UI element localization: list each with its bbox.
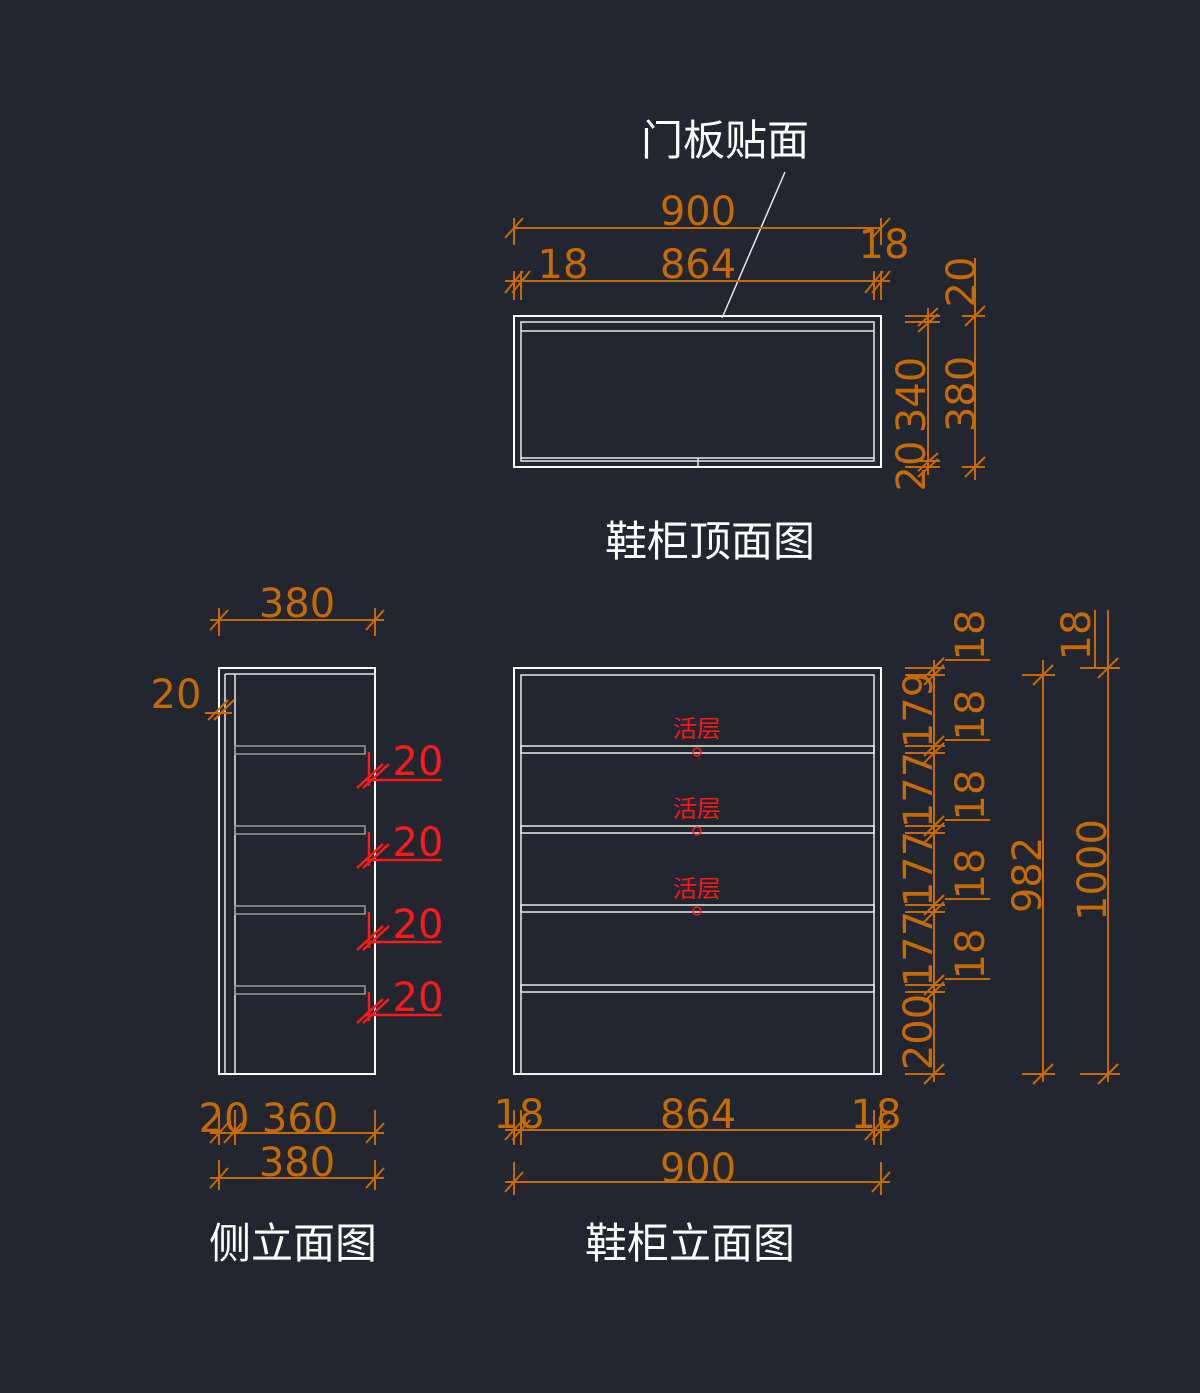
front-view-outline: [513, 667, 882, 1075]
top-view-width-dims: 900 18 864 18: [504, 189, 910, 300]
shelf-setback-1: 20: [393, 739, 444, 785]
top-right-panel: 18: [859, 222, 910, 268]
front-compartment-dims: 179 177 177 177 200: [896, 657, 945, 1085]
front-width-dims: 18 864 18 900: [494, 1092, 902, 1195]
top-inner-width: 864: [660, 242, 736, 288]
veneer-leader-line: [721, 171, 786, 319]
panel-thickness-5: 18: [948, 929, 994, 980]
side-view-outline: [218, 667, 376, 1075]
top-left-panel: 18: [538, 242, 589, 288]
adjustable-shelf-label-3: 活层: [673, 875, 721, 903]
side-view-title: 侧立面图: [209, 1219, 377, 1268]
top-view-outline: [513, 315, 882, 468]
front-view-title: 鞋柜立面图: [585, 1219, 795, 1268]
shelf-setback-2: 20: [393, 820, 444, 866]
side-depth-top-dim: 380: [209, 581, 385, 636]
side-view: 380 20 20 20 20: [151, 581, 444, 1268]
side-back-offset: 20: [151, 672, 202, 718]
top-door-thickness: 20: [889, 441, 935, 492]
adjustable-shelf-label-1: 活层: [673, 715, 721, 743]
panel-thickness-4: 18: [948, 849, 994, 900]
front-left-panel: 18: [494, 1092, 545, 1138]
compartment-height-4: 177: [896, 911, 942, 987]
side-back-offset-dim: 20: [151, 672, 235, 721]
shelf-setback-4: 20: [393, 975, 444, 1021]
side-shelf-setback-dims: 20 20 20 20: [356, 739, 444, 1024]
front-view: 活层 活层 活层: [494, 610, 1120, 1268]
side-bottom-dims: 20 360 380: [199, 1096, 385, 1190]
front-inner-height: 982: [1005, 837, 1051, 913]
top-depth-total: 380: [939, 356, 985, 432]
compartment-height-1: 179: [896, 672, 942, 748]
top-overall-width: 900: [660, 189, 736, 235]
panel-thickness-2: 18: [948, 690, 994, 741]
compartment-height-2: 177: [896, 752, 942, 828]
compartment-height-3: 177: [896, 831, 942, 907]
top-view: 门板贴面 900 18 864: [504, 116, 986, 566]
side-back-panel: 20: [199, 1096, 250, 1142]
front-inner-height-dim: 982: [1005, 660, 1055, 1085]
side-depth-top: 380: [259, 581, 335, 627]
front-overall-width: 900: [660, 1146, 736, 1192]
compartment-height-5: 200: [896, 994, 942, 1070]
top-view-title: 鞋柜顶面图: [605, 517, 815, 566]
side-inner-depth: 360: [262, 1096, 338, 1142]
side-view-shelves: [234, 745, 366, 995]
front-view-shelves: [520, 745, 875, 993]
front-overall-height-dim: 1000 18: [1054, 610, 1120, 1085]
panel-thickness-3: 18: [948, 770, 994, 821]
door-panel-veneer-label: 门板贴面: [641, 116, 809, 165]
adjustable-shelf-markers: 活层 活层 活层: [673, 715, 721, 916]
front-panel-thickness-dims: 18 18 18 18 18: [945, 610, 994, 980]
front-top-thickness: 18: [1054, 610, 1100, 661]
front-right-panel: 18: [851, 1092, 902, 1138]
panel-thickness-1: 18: [948, 610, 994, 661]
top-back-panel: 20: [939, 257, 985, 308]
adjustable-shelf-label-2: 活层: [673, 795, 721, 823]
side-depth-bottom: 380: [259, 1140, 335, 1186]
shelf-setback-3: 20: [393, 902, 444, 948]
front-inner-width: 864: [660, 1092, 736, 1138]
front-overall-height: 1000: [1070, 819, 1116, 921]
top-inner-depth: 340: [889, 357, 935, 433]
top-view-depth-dims: 340 20 380 20: [889, 257, 986, 492]
